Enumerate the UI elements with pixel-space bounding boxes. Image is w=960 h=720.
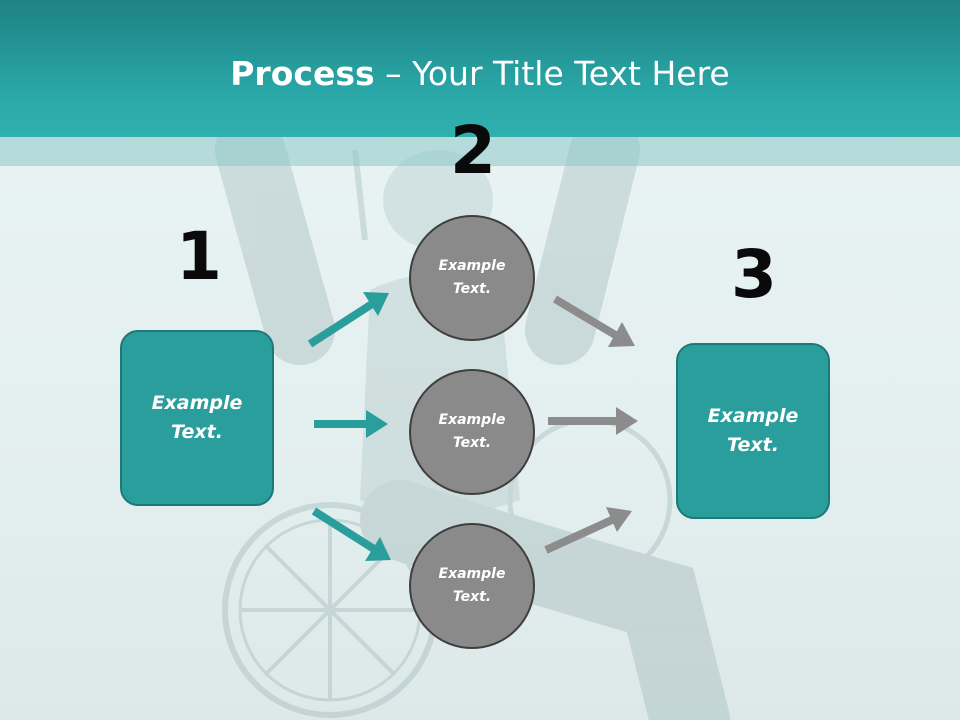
step-number-1: 1 — [176, 218, 222, 295]
gray-arrow-right — [548, 407, 638, 435]
gray-arrow-down — [552, 295, 635, 347]
teal-arrow-down — [311, 507, 391, 561]
circle-bottom[interactable]: Example Text. — [409, 523, 535, 649]
title-bold: Process — [230, 54, 375, 93]
step-number-3: 3 — [731, 236, 777, 313]
step-number-2: 2 — [450, 112, 496, 189]
teal-arrow-right — [314, 410, 388, 438]
teal-arrow-up — [307, 292, 389, 348]
title-rest: – Your Title Text Here — [374, 54, 730, 93]
title-header-bar — [0, 0, 960, 137]
circle-top[interactable]: Example Text. — [409, 215, 535, 341]
header-accent-band — [0, 137, 960, 166]
right-text-box[interactable]: Example Text. — [676, 343, 830, 519]
circle-middle[interactable]: Example Text. — [409, 369, 535, 495]
left-text-box[interactable]: Example Text. — [120, 330, 274, 506]
page-title: Process – Your Title Text Here — [0, 52, 960, 96]
gray-arrow-up — [544, 507, 632, 554]
